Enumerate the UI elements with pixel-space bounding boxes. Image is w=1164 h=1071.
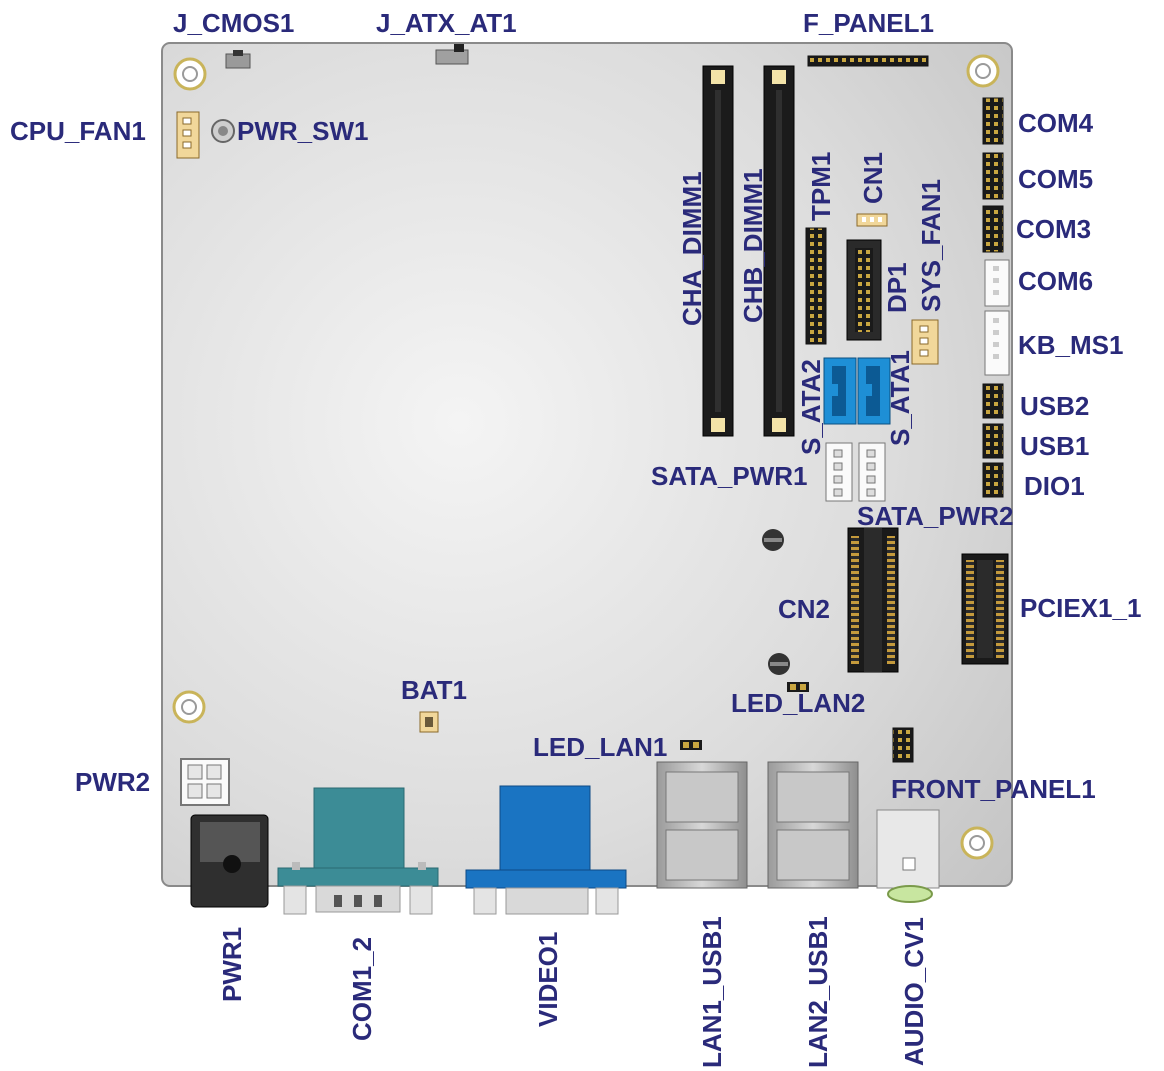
dio1-header [982, 462, 1004, 498]
label-com6: COM6 [1018, 266, 1093, 296]
label-tpm1: TPM1 [806, 152, 836, 221]
sys-fan1-connector [911, 319, 939, 365]
f-panel1-header [807, 55, 929, 67]
label-usb1: USB1 [1020, 431, 1089, 461]
s-ata2-port [823, 357, 857, 425]
label-dp1: DP1 [882, 262, 912, 313]
standoff-lower [768, 653, 790, 675]
usb1-header [982, 423, 1004, 459]
tpm1-header [805, 227, 827, 345]
mount-hole-bottom-left [172, 690, 206, 724]
label-lan1-usb1: LAN1_USB1 [697, 916, 727, 1068]
label-dio1: DIO1 [1024, 471, 1085, 501]
mount-hole-bottom-right [960, 826, 994, 860]
label-chb-dimm1: CHB_DIMM1 [738, 168, 768, 323]
label-pwr2: PWR2 [75, 767, 150, 797]
label-sata-pwr2: SATA_PWR2 [857, 501, 1014, 531]
label-cn2: CN2 [778, 594, 830, 624]
lan2-usb1-port [767, 761, 859, 889]
label-pwr-sw1: PWR_SW1 [237, 116, 368, 146]
label-j-cmos1: J_CMOS1 [173, 8, 294, 38]
com3-header [982, 205, 1004, 253]
front-panel1-header [892, 727, 914, 763]
com1-2-port [277, 787, 439, 915]
bat1-connector [419, 711, 439, 733]
pwr2-connector [180, 758, 230, 806]
label-j-atx-at1: J_ATX_AT1 [376, 8, 517, 38]
label-sys-fan1: SYS_FAN1 [916, 179, 946, 312]
pwr1-dc-jack [190, 814, 269, 908]
standoff-upper [762, 529, 784, 551]
cha-dimm1-slot [702, 65, 734, 437]
label-s-ata2: S_ATA2 [796, 359, 826, 455]
label-usb2: USB2 [1020, 391, 1089, 421]
lan1-usb1-port [656, 761, 748, 889]
label-com5: COM5 [1018, 164, 1093, 194]
label-cpu-fan1: CPU_FAN1 [10, 116, 146, 146]
com5-header [982, 152, 1004, 200]
label-kb-ms1: KB_MS1 [1018, 330, 1123, 360]
label-audio-cv1: AUDIO_CV1 [899, 917, 929, 1066]
label-s-ata1: S_ATA1 [885, 350, 915, 446]
audio-cv1-jack [876, 809, 940, 903]
label-cha-dimm1: CHA_DIMM1 [677, 171, 707, 326]
mount-hole-top-right [966, 54, 1000, 88]
cpu-fan1-connector [176, 111, 200, 159]
com6-connector [984, 259, 1010, 307]
chb-dimm1-slot [763, 65, 795, 437]
label-lan2-usb1: LAN2_USB1 [803, 916, 833, 1068]
video1-vga-port [465, 785, 627, 915]
led-lan1-header [680, 740, 702, 750]
label-f-panel1: F_PANEL1 [803, 8, 934, 38]
cn1-connector [856, 213, 888, 227]
label-cn1: CN1 [858, 152, 888, 204]
dp1-header [846, 239, 882, 341]
s-ata1-port [857, 357, 891, 425]
label-video1: VIDEO1 [533, 932, 563, 1027]
usb2-header [982, 383, 1004, 419]
j-atx-at1-switch [435, 44, 469, 65]
label-led-lan1: LED_LAN1 [533, 732, 667, 762]
label-com1-2: COM1_2 [347, 937, 377, 1041]
pciex1-1-slot [961, 553, 1009, 665]
kb-ms1-connector [984, 310, 1010, 376]
led-lan2-header [787, 682, 809, 692]
label-bat1: BAT1 [401, 675, 467, 705]
label-com4: COM4 [1018, 108, 1094, 138]
label-com3: COM3 [1016, 214, 1091, 244]
pwr-sw1-button [211, 119, 235, 143]
mount-hole-top-left [173, 57, 207, 91]
com4-header [982, 97, 1004, 145]
label-sata-pwr1: SATA_PWR1 [651, 461, 808, 491]
sata-pwr1-connector [825, 442, 853, 502]
cn2-minipcie-slot [847, 527, 899, 673]
label-pciex1-1: PCIEX1_1 [1020, 593, 1141, 623]
label-led-lan2: LED_LAN2 [731, 688, 865, 718]
label-front-panel1: FRONT_PANEL1 [891, 774, 1096, 804]
label-pwr1: PWR1 [217, 927, 247, 1002]
j-cmos1-switch [225, 50, 251, 69]
component-labels: J_CMOS1 J_ATX_AT1 F_PANEL1 CPU_FAN1 PWR_… [10, 8, 1141, 1068]
sata-pwr2-connector [858, 442, 886, 502]
